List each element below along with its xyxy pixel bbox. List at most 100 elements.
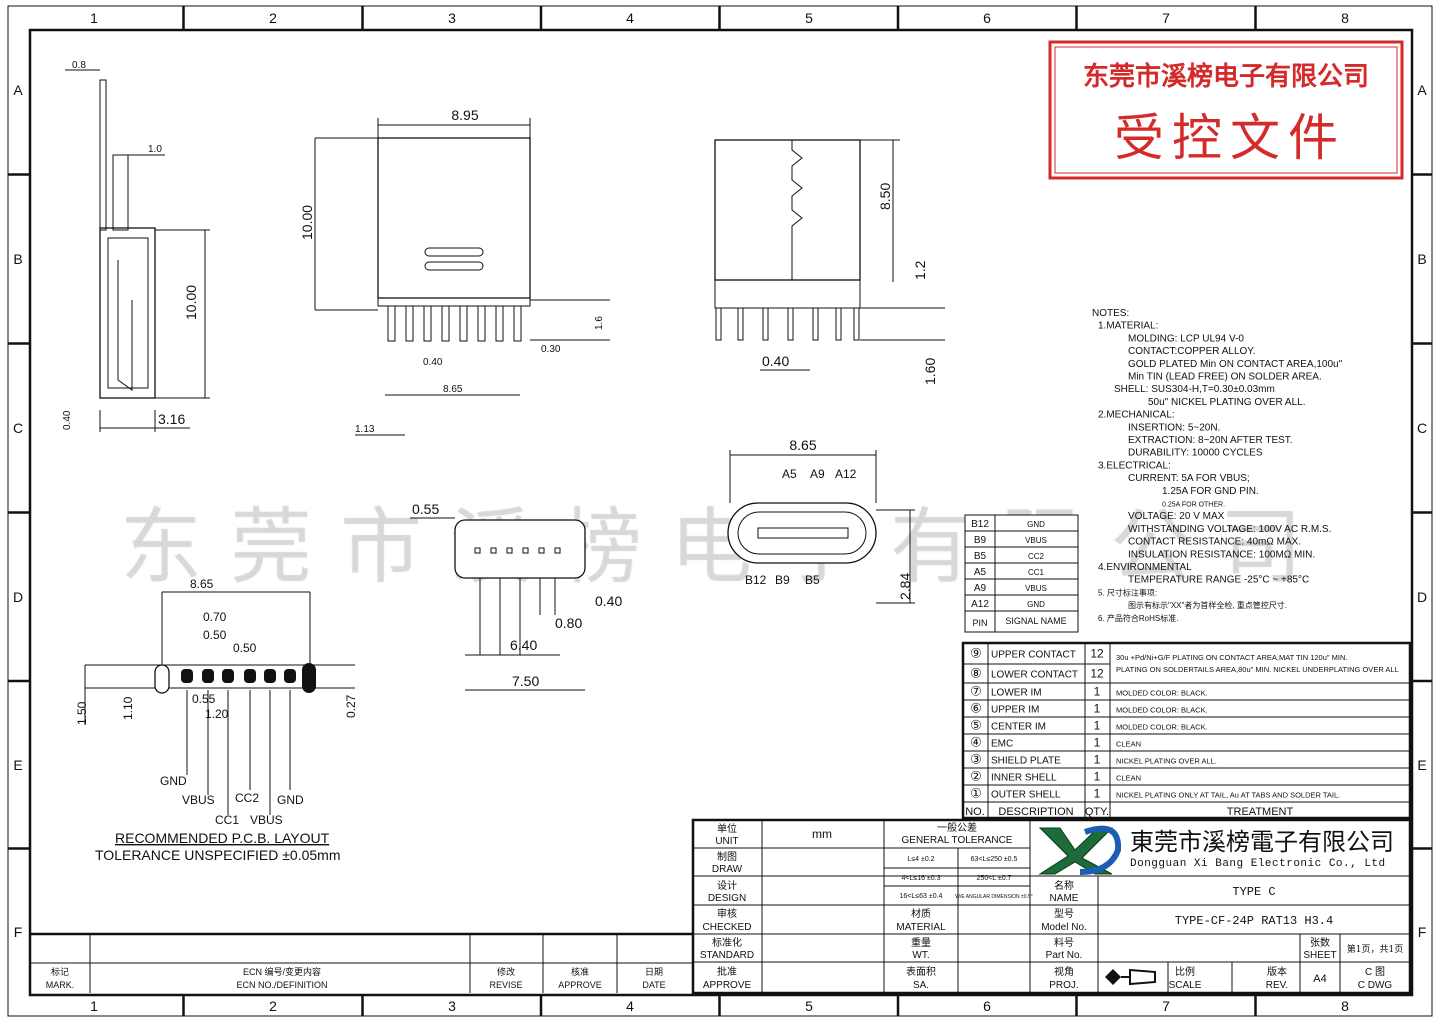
dim-label: 0.40 [62,410,73,430]
solder-tail [441,305,450,342]
bom-quantity: 1 [1094,702,1101,716]
note-line: WITHSTANDING VOLTAGE: 100V AC R.M.S. [1128,524,1331,535]
bom-quantity: 12 [1090,647,1104,661]
model-en: Model No. [1041,922,1087,933]
note-line: 5. 尺寸标注事项: [1098,587,1157,597]
grid-row-label: A [13,82,23,98]
grid-column-label: 3 [448,998,456,1014]
revision-block: 标记 MARK. ECN 编号/变更内容 ECN NO./DEFINITION … [30,932,693,993]
grid-column-label: 6 [983,10,991,26]
dim-label: 10.00 [299,205,315,240]
solder-tail [477,305,486,342]
contact [522,547,529,554]
proj-cn: 视角 [1054,965,1074,978]
pcb-pad [302,663,316,693]
pin-label: CC1 [215,813,239,827]
dim-label: 7.50 [512,673,539,689]
dim-label: 6.40 [510,637,537,653]
dwg-cn: C 图 [1365,966,1385,978]
pcb-pad [222,669,234,683]
dim-label: 1.20 [205,707,229,721]
unit-cn: 单位 [717,822,737,835]
scale-en: SCALE [1169,980,1202,991]
note-line: INSULATION RESISTANCE: 100MΩ MIN. [1128,549,1315,560]
name-cn: 名称 [1054,879,1074,892]
pin-label: GND [277,793,304,807]
bom-header: TREATMENT [1227,806,1294,818]
model-number: TYPE-CF-24P RAT13 H3.4 [1175,914,1333,928]
grid-row-label: E [1417,757,1426,773]
unit-en: UNIT [715,836,738,847]
contact [474,547,481,554]
pcb-pad [202,669,214,683]
unit-value: mm [812,827,832,841]
pin-name: B9 [974,535,987,546]
bom-treatment: 30u +Pd/Ni+G/F PLATING ON CONTACT AREA,M… [1116,653,1347,662]
note-line: SHELL: SUS304-H,T=0.30±0.03mm [1114,384,1275,395]
contact [506,547,513,554]
note-line: 1.25A FOR GND PIN. [1162,486,1259,497]
dim-label: 8.65 [443,384,463,395]
checked-cn: 审核 [717,907,737,920]
notes: NOTES:1.MATERIAL:MOLDING: LCP UL94 V-0CO… [1092,308,1343,623]
sheet-value: 第1页，共1页 [1347,943,1403,955]
standard-cn: 标准化 [712,936,742,949]
grid-column-label: 2 [269,998,277,1014]
grid-column-label: 6 [983,998,991,1014]
tolerance-value: L≤4 ±0.2 [907,856,934,863]
dim-label: 1.10 [121,696,135,720]
pcb-pad [181,669,193,683]
pin-label: VBUS [250,813,283,827]
sheet-en: SHEET [1303,950,1336,961]
dim-label: 2.84 [897,573,913,600]
note-line: 3.ELECTRICAL: [1098,460,1171,471]
pin-name: A9 [974,583,987,594]
right-view: 8.50 1.2 0.40 1.60 [714,139,945,385]
solder-tail [513,305,522,342]
note-line: CONTACT RESISTANCE: 40mΩ MAX. [1128,537,1301,548]
note-line: VOLTAGE: 20 V MAX [1128,511,1225,522]
pcb-layout-title: RECOMMENDED P.C.B. LAYOUT [115,830,330,846]
grid-row-label: A [1417,82,1427,98]
material-cn: 材质 [911,907,931,920]
revise-en: REVISE [489,980,522,990]
pin-name: B5 [974,551,987,562]
bom-item-number: ⑦ [970,684,982,699]
bom-description: EMC [991,739,1013,750]
dim-label: 0.80 [555,615,582,631]
bom-description: CENTER IM [991,722,1046,733]
part-en: Part No. [1046,950,1083,961]
signal-name: GND [1027,520,1045,529]
bom-treatment: MOLDED COLOR: BLACK. [1116,706,1208,715]
bom-quantity: 1 [1094,770,1101,784]
dim-label: 8.50 [877,183,893,210]
bom-treatment: CLEAN [1116,774,1141,783]
dim-label: 0.50 [233,641,257,655]
signal-name: CC1 [1028,568,1045,577]
grid-column-label: 5 [805,10,813,26]
pcb-pad [284,669,296,683]
weight-cn: 重量 [911,936,931,949]
dim-label: 10.00 [183,285,199,320]
solder-tail [853,307,860,341]
pcb-pad [244,669,256,683]
note-line: 图示有标示"XX"者为首样全检, 重点管控尺寸. [1128,600,1287,610]
grid-column-label: 5 [805,998,813,1014]
signal-header: SIGNAL NAME [1005,616,1066,626]
material-en: MATERIAL [896,922,946,933]
note-line: DURABILITY: 10000 CYCLES [1128,448,1263,459]
bom-header: DESCRIPTION [998,806,1073,818]
grid-column-label: 8 [1341,10,1349,26]
grid-column-label: 3 [448,10,456,26]
note-line: INSERTION: 5~20N. [1128,422,1220,433]
solder-tail [835,307,842,341]
grid-row-label: C [1417,420,1427,436]
grid-column-label: 2 [269,10,277,26]
solder-tail [812,307,819,341]
bom-item-number: ⑨ [970,646,982,661]
grid-row-label: D [13,589,23,605]
mating-face-view: 8.65 2.84 A5 A9 A12 B12 B9 B5 [727,437,915,604]
grid-column-label: 7 [1162,998,1170,1014]
grid-column-label: 7 [1162,10,1170,26]
